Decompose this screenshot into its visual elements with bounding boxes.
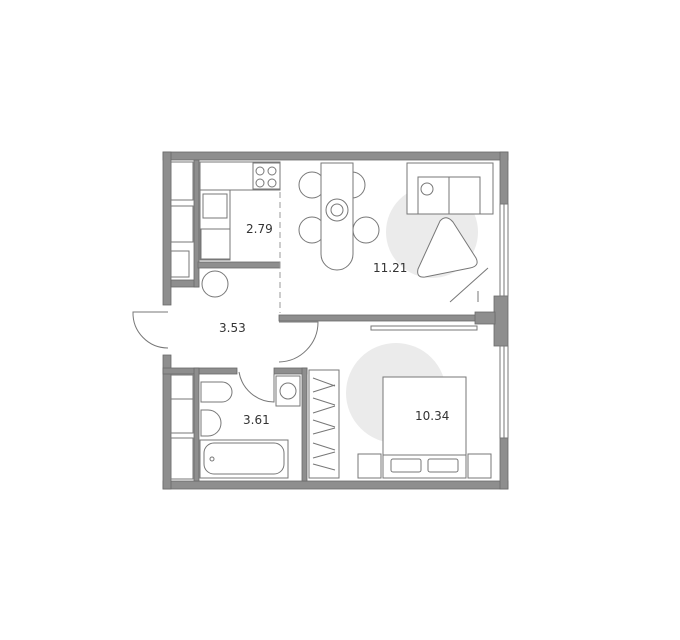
wardrobe [308, 369, 340, 479]
windows [499, 203, 509, 439]
entry-door[interactable] [132, 311, 169, 349]
bed [357, 376, 492, 479]
bathroom-fixtures [199, 375, 301, 479]
living-area-label: 11.21 [373, 261, 407, 275]
dining-table [298, 162, 380, 271]
bathroom-area-label: 3.61 [243, 413, 270, 427]
living-furniture [370, 162, 494, 331]
hall-chair [201, 270, 229, 298]
bedroom-area-label: 10.34 [415, 409, 449, 423]
walls [162, 151, 509, 490]
wall-niches [170, 161, 194, 480]
hall-area-label: 3.53 [219, 321, 246, 335]
living-door[interactable] [278, 321, 319, 363]
bathroom-door[interactable] [238, 371, 275, 403]
kitchen-furniture [199, 161, 281, 261]
kitchen-area-label: 2.79 [246, 222, 273, 236]
